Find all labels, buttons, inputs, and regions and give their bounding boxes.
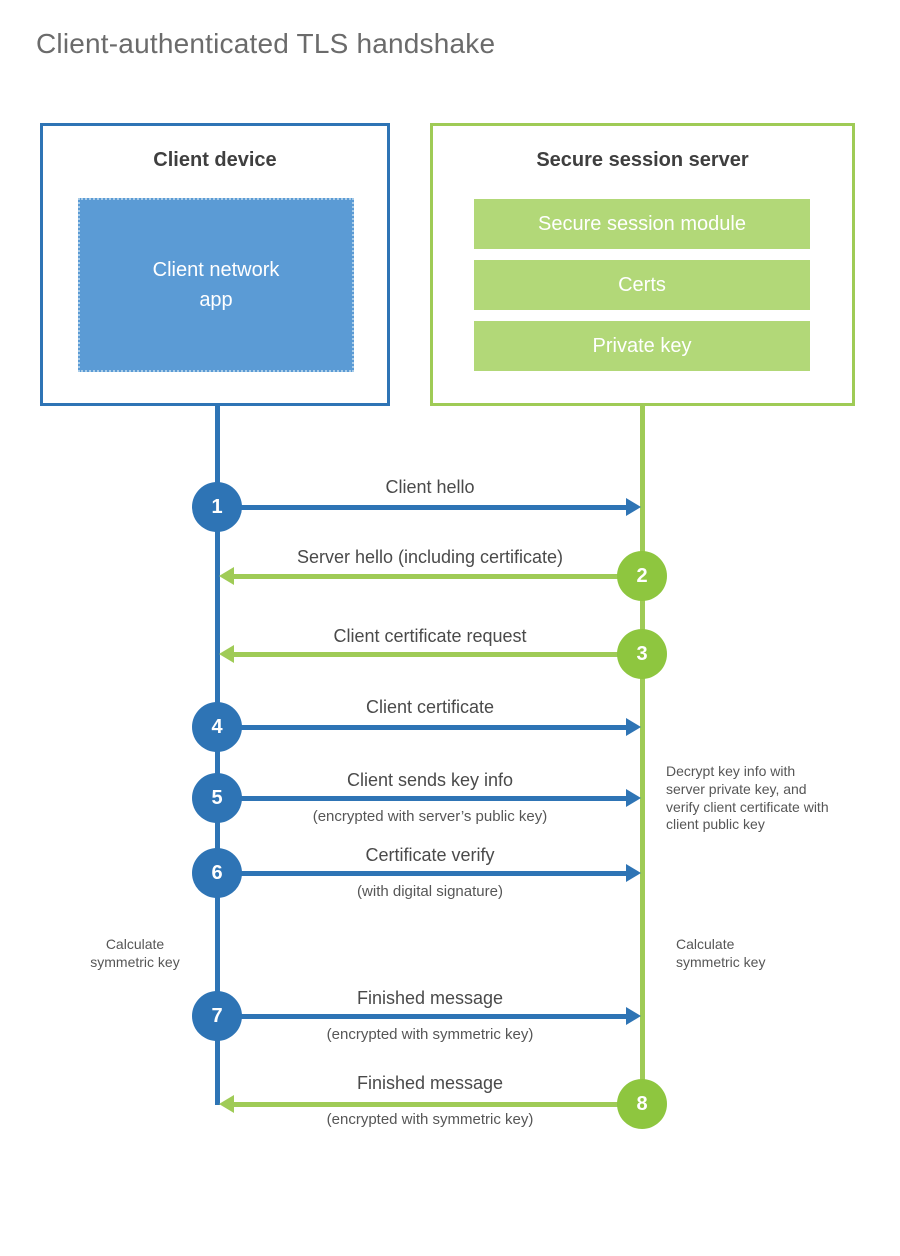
client-lifeline bbox=[215, 406, 220, 1105]
note-calculate-symmetric-key-client: Calculate symmetric key bbox=[90, 936, 180, 970]
step-5-arrowhead-icon bbox=[626, 789, 641, 807]
step-7-arrow bbox=[240, 1014, 626, 1019]
server-lifeline bbox=[640, 406, 645, 1104]
step-8-arrow bbox=[234, 1102, 618, 1107]
step-4-circle: 4 bbox=[192, 702, 242, 752]
step-7-label: Finished message bbox=[356, 988, 504, 1008]
step-1-circle: 1 bbox=[192, 482, 242, 532]
step-4-arrow bbox=[240, 725, 626, 730]
step-3-arrowhead-icon bbox=[219, 645, 234, 663]
step-5-circle: 5 bbox=[192, 773, 242, 823]
secure-session-server-title: Secure session server bbox=[536, 149, 749, 171]
step-5-sublabel: (encrypted with server’s public key) bbox=[312, 808, 548, 825]
step-4-label: Client certificate bbox=[365, 697, 495, 717]
server-module-certs: Certs bbox=[474, 260, 810, 310]
step-1-arrowhead-icon bbox=[626, 498, 641, 516]
step-8-sublabel: (encrypted with symmetric key) bbox=[326, 1111, 534, 1128]
step-6-arrow bbox=[240, 871, 626, 876]
step-7-circle: 7 bbox=[192, 991, 242, 1041]
note-decrypt-key-info: Decrypt key info with server private key… bbox=[666, 763, 829, 833]
step-6-label: Certificate verify bbox=[365, 845, 495, 865]
step-6-arrowhead-icon bbox=[626, 864, 641, 882]
step-3-arrow bbox=[234, 652, 618, 657]
step-1-label: Client hello bbox=[385, 477, 475, 497]
step-7-arrowhead-icon bbox=[626, 1007, 641, 1025]
page-title: Client-authenticated TLS handshake bbox=[36, 28, 496, 59]
step-2-label: Server hello (including certificate) bbox=[296, 547, 564, 567]
step-6-circle: 6 bbox=[192, 848, 242, 898]
step-5-label: Client sends key info bbox=[346, 770, 514, 790]
step-2-circle: 2 bbox=[617, 551, 667, 601]
step-8-label: Finished message bbox=[356, 1073, 504, 1093]
step-5-arrow bbox=[240, 796, 626, 801]
client-device-title: Client device bbox=[153, 149, 277, 171]
client-device-box: Client device Client network app bbox=[40, 123, 390, 406]
step-8-circle: 8 bbox=[617, 1079, 667, 1129]
step-2-arrowhead-icon bbox=[219, 567, 234, 585]
step-6-sublabel: (with digital signature) bbox=[357, 883, 503, 900]
server-module-private-key: Private key bbox=[474, 321, 810, 371]
client-network-app-box: Client network app bbox=[78, 198, 354, 372]
step-2-arrow bbox=[234, 574, 618, 579]
server-module-secure-session: Secure session module bbox=[474, 199, 810, 249]
note-calculate-symmetric-key-server: Calculate symmetric key bbox=[676, 936, 766, 970]
step-4-arrowhead-icon bbox=[626, 718, 641, 736]
step-3-label: Client certificate request bbox=[333, 626, 527, 646]
step-7-sublabel: (encrypted with symmetric key) bbox=[326, 1026, 534, 1043]
secure-session-server-box: Secure session server Secure session mod… bbox=[430, 123, 855, 406]
step-8-arrowhead-icon bbox=[219, 1095, 234, 1113]
step-3-circle: 3 bbox=[617, 629, 667, 679]
step-1-arrow bbox=[240, 505, 626, 510]
